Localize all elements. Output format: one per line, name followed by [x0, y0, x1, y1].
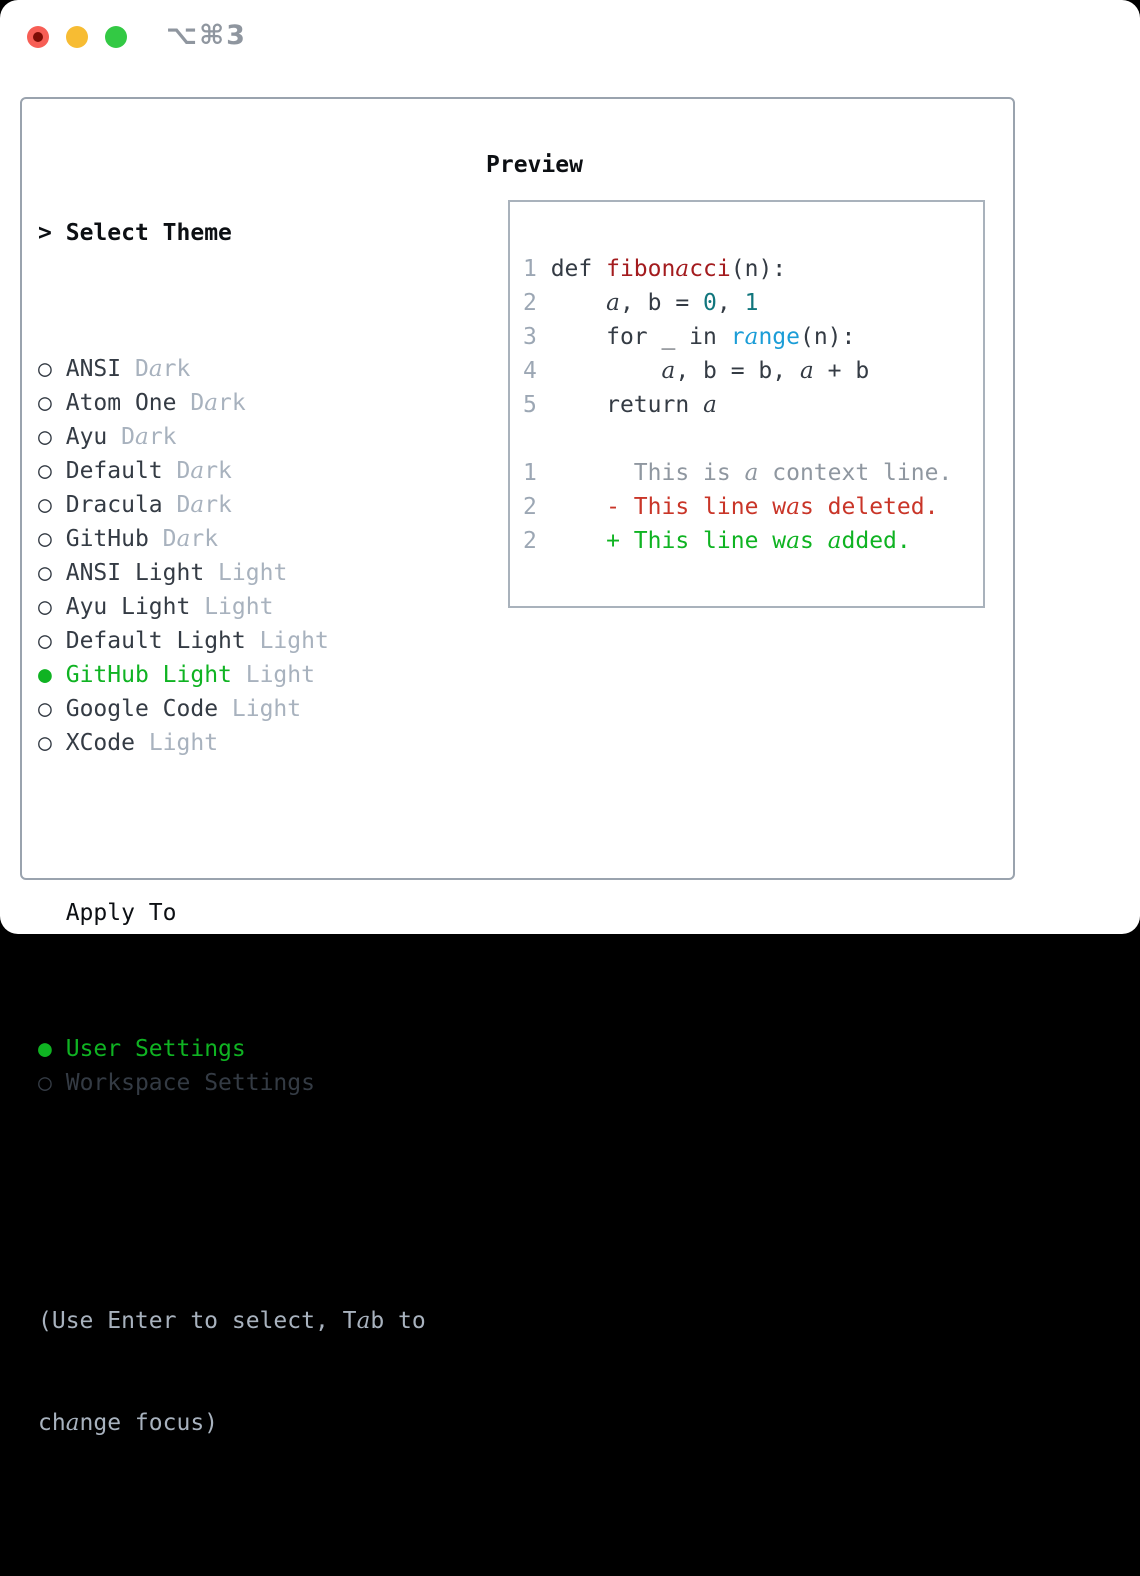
line-number: 1 [523, 460, 537, 486]
radio-marker-icon: ○ [38, 696, 52, 722]
radio-marker-icon: ○ [38, 1070, 52, 1096]
option-variant-label: Dark [107, 424, 177, 450]
radio-marker-icon: ○ [38, 390, 52, 416]
keyboard-hint-line-2: change focus) [38, 1410, 219, 1436]
radio-marker-icon: ● [38, 1036, 52, 1062]
preview-line-7: 1 This is a context line. [523, 460, 953, 486]
option-label: Atom One [65, 390, 177, 416]
app-window: ⌥⌘3 > Select Theme ○ ANSI Dark○ Atom One… [0, 0, 1140, 1436]
option-label: Google Code [65, 696, 219, 722]
line-number: 2 [523, 528, 537, 554]
line-number: 5 [523, 392, 537, 418]
option-label: Default Light [65, 628, 246, 654]
option-variant-label: Dark [148, 526, 219, 552]
theme-option-dracula[interactable]: ○ Dracula Dark [38, 488, 426, 522]
theme-option-ansi-light[interactable]: ○ ANSI Light Light [38, 556, 426, 590]
option-variant-label: Light [134, 730, 219, 756]
preview-line-6 [523, 422, 983, 456]
line-number: 4 [523, 358, 537, 384]
apply-option-user-settings[interactable]: ● User Settings [38, 1032, 426, 1066]
option-label: GitHub [65, 526, 149, 552]
select-theme-heading: > Select Theme [38, 216, 426, 250]
theme-option-google-code[interactable]: ○ Google Code Light [38, 692, 426, 726]
close-button[interactable] [27, 26, 49, 48]
close-button-dot-icon [33, 32, 43, 42]
radio-marker-icon: ○ [38, 356, 52, 382]
theme-option-xcode[interactable]: ○ XCode Light [38, 726, 426, 760]
zoom-button[interactable] [105, 26, 127, 48]
option-variant-label: Light [204, 560, 288, 586]
apply-option-workspace-settings[interactable]: ○ Workspace Settings [38, 1066, 426, 1100]
select-theme-heading-label: Select Theme [65, 220, 232, 246]
keyboard-hint-line-1: (Use Enter to select, Tab to [38, 1308, 426, 1334]
option-label: ANSI Light [65, 560, 205, 586]
theme-option-ayu[interactable]: ○ Ayu Dark [38, 420, 426, 454]
apply-to-option-list: ● User Settings○ Workspace Settings [38, 1032, 426, 1100]
option-variant-label: Dark [162, 458, 232, 484]
preview-line-2: 2 a, b = 0, 1 [523, 290, 759, 316]
option-variant-label: Dark [176, 390, 246, 416]
preview-line-5: 5 return a [523, 392, 717, 418]
option-label: User Settings [65, 1036, 246, 1062]
radio-marker-icon: ○ [38, 458, 52, 484]
option-variant-label: Light [218, 696, 302, 722]
theme-option-atom-one[interactable]: ○ Atom One Dark [38, 386, 426, 420]
option-variant-label: Light [190, 594, 274, 620]
option-variant-label: Light [245, 628, 329, 654]
option-label: ANSI [65, 356, 122, 382]
preview-heading: Preview [486, 152, 583, 178]
theme-option-github[interactable]: ○ GitHub Dark [38, 522, 426, 556]
option-label: Ayu Light [65, 594, 191, 620]
radio-marker-icon: ● [38, 662, 52, 688]
theme-option-ansi[interactable]: ○ ANSI Dark [38, 352, 426, 386]
option-label: GitHub Light [65, 662, 232, 688]
preview-line-3: 3 for _ in range(n): [523, 324, 856, 350]
radio-marker-icon: ○ [38, 730, 52, 756]
minimize-button[interactable] [66, 26, 88, 48]
option-variant-label: Dark [121, 356, 191, 382]
option-label: Workspace Settings [65, 1070, 315, 1096]
option-label: Ayu [65, 424, 108, 450]
radio-marker-icon: ○ [38, 560, 52, 586]
radio-marker-icon: ○ [38, 424, 52, 450]
radio-marker-icon: ○ [38, 526, 52, 552]
theme-option-github-light[interactable]: ● GitHub Light Light [38, 658, 426, 692]
theme-option-list: ○ ANSI Dark○ Atom One Dark○ Ayu Dark○ De… [38, 352, 426, 760]
option-variant-label: Light [231, 662, 315, 688]
theme-option-default[interactable]: ○ Default Dark [38, 454, 426, 488]
option-label: Default [65, 458, 163, 484]
option-variant-label: Dark [162, 492, 232, 518]
preview-box: 1 def fibonacci(n): 2 a, b = 0, 1 3 for _ … [508, 200, 985, 608]
line-number: 2 [523, 290, 537, 316]
radio-marker-icon: ○ [38, 492, 52, 518]
titlebar: ⌥⌘3 [0, 0, 1140, 97]
keyboard-hint: (Use Enter to select, Tab to change focu… [38, 1236, 426, 1508]
radio-marker-icon: ○ [38, 594, 52, 620]
radio-marker-icon: ○ [38, 628, 52, 654]
preview-line-8: 2 - This line was deleted. [523, 494, 939, 520]
preview-line-9: 2 + This line was added. [523, 528, 911, 554]
focus-caret-icon: > [38, 220, 52, 246]
apply-to-heading: Apply To [38, 896, 426, 930]
preview-line-4: 4 a, b = b, a + b [523, 358, 870, 384]
option-label: Dracula [65, 492, 163, 518]
window-title: ⌥⌘3 [166, 20, 247, 51]
line-number: 2 [523, 494, 537, 520]
apply-to-heading-label: Apply To [65, 900, 177, 926]
theme-option-ayu-light[interactable]: ○ Ayu Light Light [38, 590, 426, 624]
line-number: 3 [523, 324, 537, 350]
option-label: XCode [65, 730, 135, 756]
theme-dialog-panel: > Select Theme ○ ANSI Dark○ Atom One Dar… [20, 97, 1015, 1436]
preview-line-1: 1 def fibonacci(n): [523, 256, 787, 282]
theme-option-default-light[interactable]: ○ Default Light Light [38, 624, 426, 658]
theme-select-section: > Select Theme ○ ANSI Dark○ Atom One Dar… [38, 148, 426, 1576]
line-number: 1 [523, 256, 537, 282]
